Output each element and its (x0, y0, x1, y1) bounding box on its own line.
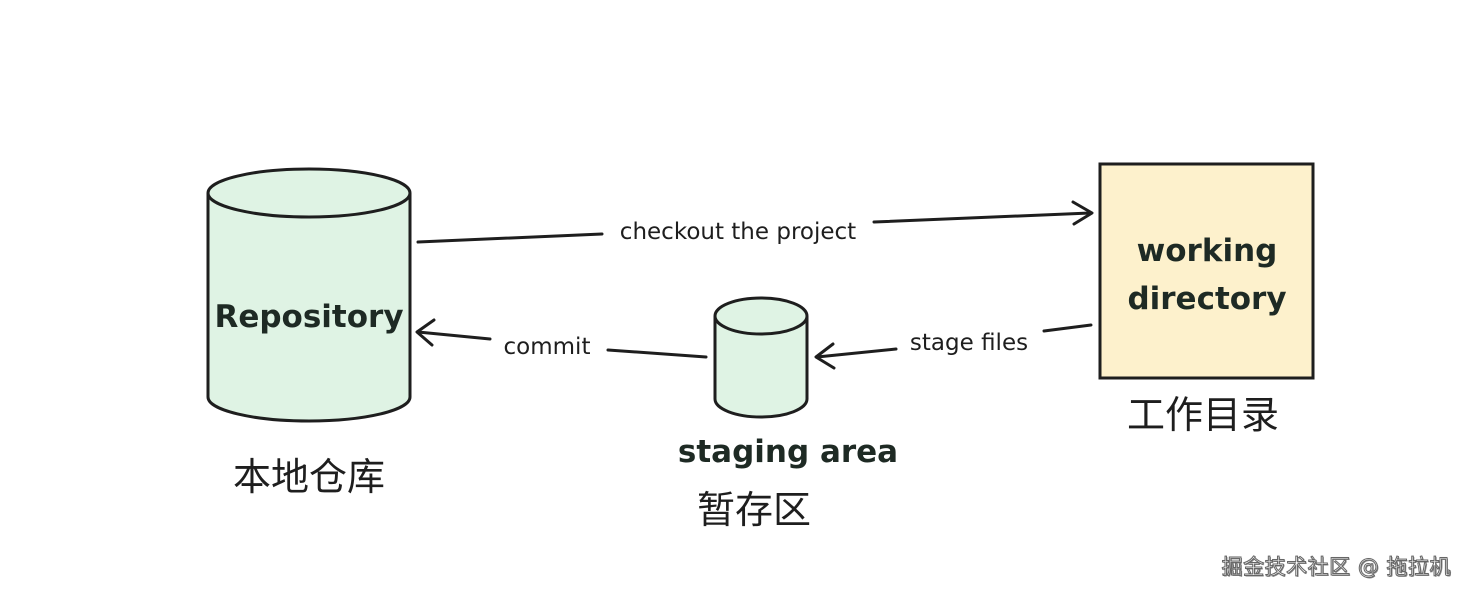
working-caption: 工作目录 (1127, 393, 1279, 437)
checkout-arrow: checkout the project (416, 200, 1094, 245)
staging-cylinder (713, 296, 809, 419)
working-label-line1: working (1137, 233, 1278, 269)
staging-caption: 暂存区 (697, 488, 811, 532)
repository-cylinder: Repository (206, 167, 412, 423)
working-label-line2: directory (1127, 281, 1286, 317)
commit-label: commit (504, 334, 591, 360)
staging-label: staging area (678, 434, 898, 470)
stage-arrow: stage files (814, 323, 1093, 370)
commit-arrow: commit (415, 318, 708, 360)
repository-caption: 本地仓库 (233, 455, 385, 499)
working-directory-box: working directory (1098, 162, 1315, 380)
checkout-label: checkout the project (620, 219, 856, 245)
watermark-text: 掘金技术社区 @ 拖拉机 (1221, 555, 1451, 580)
repository-label: Repository (214, 299, 403, 335)
stage-label: stage files (910, 330, 1028, 356)
